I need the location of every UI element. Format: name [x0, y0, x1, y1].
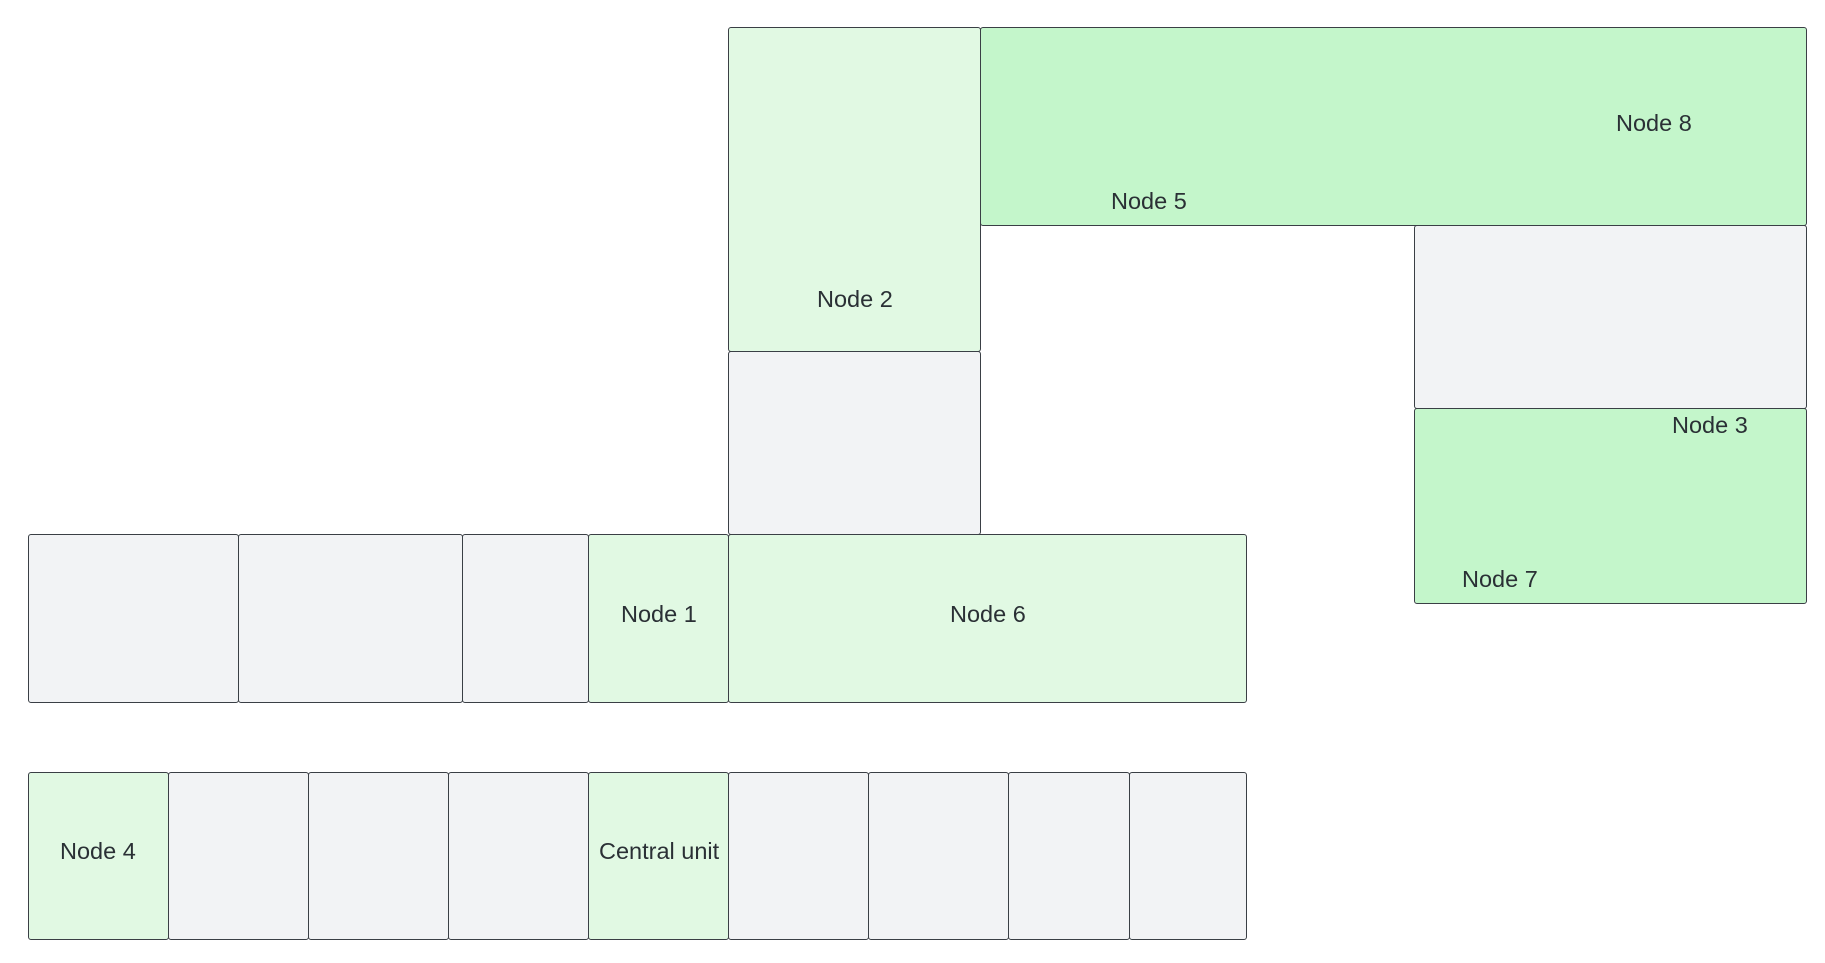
node-2-cell: [728, 27, 981, 352]
central-unit-label: Central unit: [599, 838, 720, 864]
node-6-label: Node 6: [950, 601, 1026, 627]
node-4-label: Node 4: [60, 838, 136, 864]
empty-row1-cell-2: [238, 534, 463, 703]
node-3-label: Node 3: [1672, 412, 1748, 438]
node-5-8-cell: [980, 27, 1807, 226]
empty-row2-cell-7: [868, 772, 1009, 940]
empty-row1-cell-1: [28, 534, 239, 703]
node-8-label: Node 8: [1616, 110, 1692, 136]
node-7-label: Node 7: [1462, 566, 1538, 592]
empty-row2-cell-9: [1129, 772, 1247, 940]
node-5-label: Node 5: [1111, 188, 1187, 214]
empty-row2-cell-6: [728, 772, 869, 940]
node-3-7-cell: [1414, 408, 1807, 604]
node-6-cell: [728, 534, 1247, 703]
node-2-label: Node 2: [817, 286, 893, 312]
node-4-cell: [28, 772, 169, 940]
empty-row1-cell-3: [462, 534, 589, 703]
empty-center-cell: [728, 351, 981, 535]
empty-right-upper-cell: [1414, 225, 1807, 409]
empty-row2-cell-2: [168, 772, 309, 940]
empty-row2-cell-8: [1008, 772, 1130, 940]
central-unit-cell: [588, 772, 729, 940]
empty-row2-cell-4: [448, 772, 589, 940]
empty-row2-cell-3: [308, 772, 449, 940]
node-1-label: Node 1: [621, 601, 697, 627]
node-1-cell: [588, 534, 729, 703]
